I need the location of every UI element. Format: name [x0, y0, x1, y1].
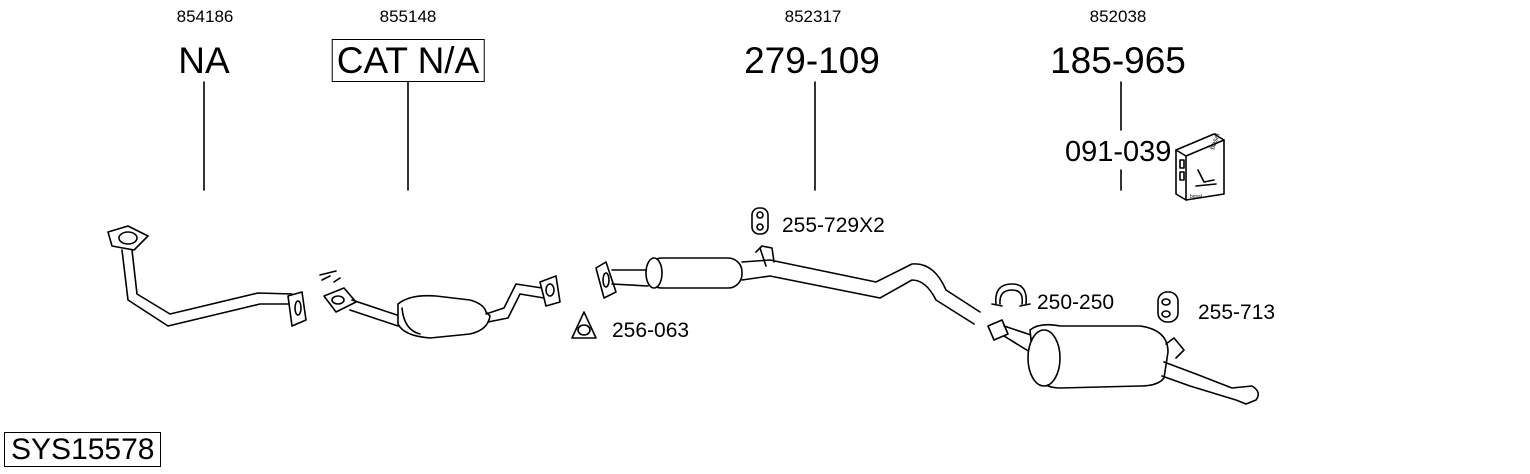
middle-silencer-part: [595, 245, 981, 325]
clamp-icon: [991, 283, 1031, 307]
clamp-label[interactable]: 250-250: [1037, 291, 1115, 314]
rubber-mount-label-a[interactable]: 255-729X2: [782, 214, 885, 237]
part-code-185-965[interactable]: 185-965: [1050, 40, 1186, 81]
gasket-label[interactable]: 256-063: [612, 319, 690, 342]
part-ref-852038: 852038: [1089, 7, 1147, 26]
bosal-box-icon: [1175, 133, 1225, 201]
part-ref-855148: 855148: [379, 7, 437, 26]
front-pipe-part: [107, 225, 307, 327]
accessory-code-091-039[interactable]: 091-039: [1065, 136, 1172, 168]
part-code-279-109[interactable]: 279-109: [744, 40, 880, 81]
rubber-mount-label-b[interactable]: 255-713: [1198, 301, 1276, 324]
part-code-na[interactable]: NA: [178, 40, 230, 81]
catalytic-converter-part: [319, 270, 561, 339]
bosal-box-small-logo: bosal: [1190, 194, 1202, 200]
rubber-mount-icon-b: [1157, 291, 1179, 323]
part-ref-854186: 854186: [176, 7, 234, 26]
system-code-box: SYS15578: [4, 432, 162, 467]
rubber-mount-icon-a: [751, 207, 769, 235]
part-ref-852317: 852317: [784, 7, 842, 26]
gasket-icon: [571, 311, 597, 339]
rear-silencer-part: [987, 319, 1260, 405]
part-code-cat-na[interactable]: CAT N/A: [331, 39, 485, 82]
